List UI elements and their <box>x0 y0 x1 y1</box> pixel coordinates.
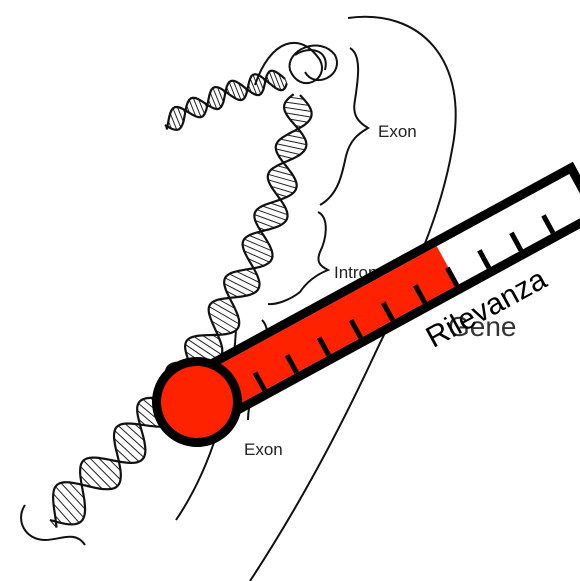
dna-helix-icon <box>21 43 337 545</box>
dna-base-pair <box>257 210 286 221</box>
dna-base-pair <box>254 215 281 225</box>
dna-base-pair <box>56 487 84 518</box>
dna-base-pair <box>285 79 287 84</box>
dna-base-pair <box>280 139 306 145</box>
exon-label-bottom: Exon <box>244 440 283 459</box>
dna-base-pair <box>276 149 300 155</box>
dna-base-pair <box>213 88 221 107</box>
dna-base-pair <box>284 107 311 111</box>
dna-base-pair <box>286 102 309 105</box>
exon-label-top: Exon <box>378 122 417 141</box>
dna-base-pair <box>115 431 144 458</box>
exon-brace-top <box>320 48 368 205</box>
dna-base-pair <box>225 278 254 293</box>
dna-base-pair <box>277 144 305 150</box>
dna-base-pair <box>286 113 311 117</box>
dna-base-pair <box>229 274 258 289</box>
